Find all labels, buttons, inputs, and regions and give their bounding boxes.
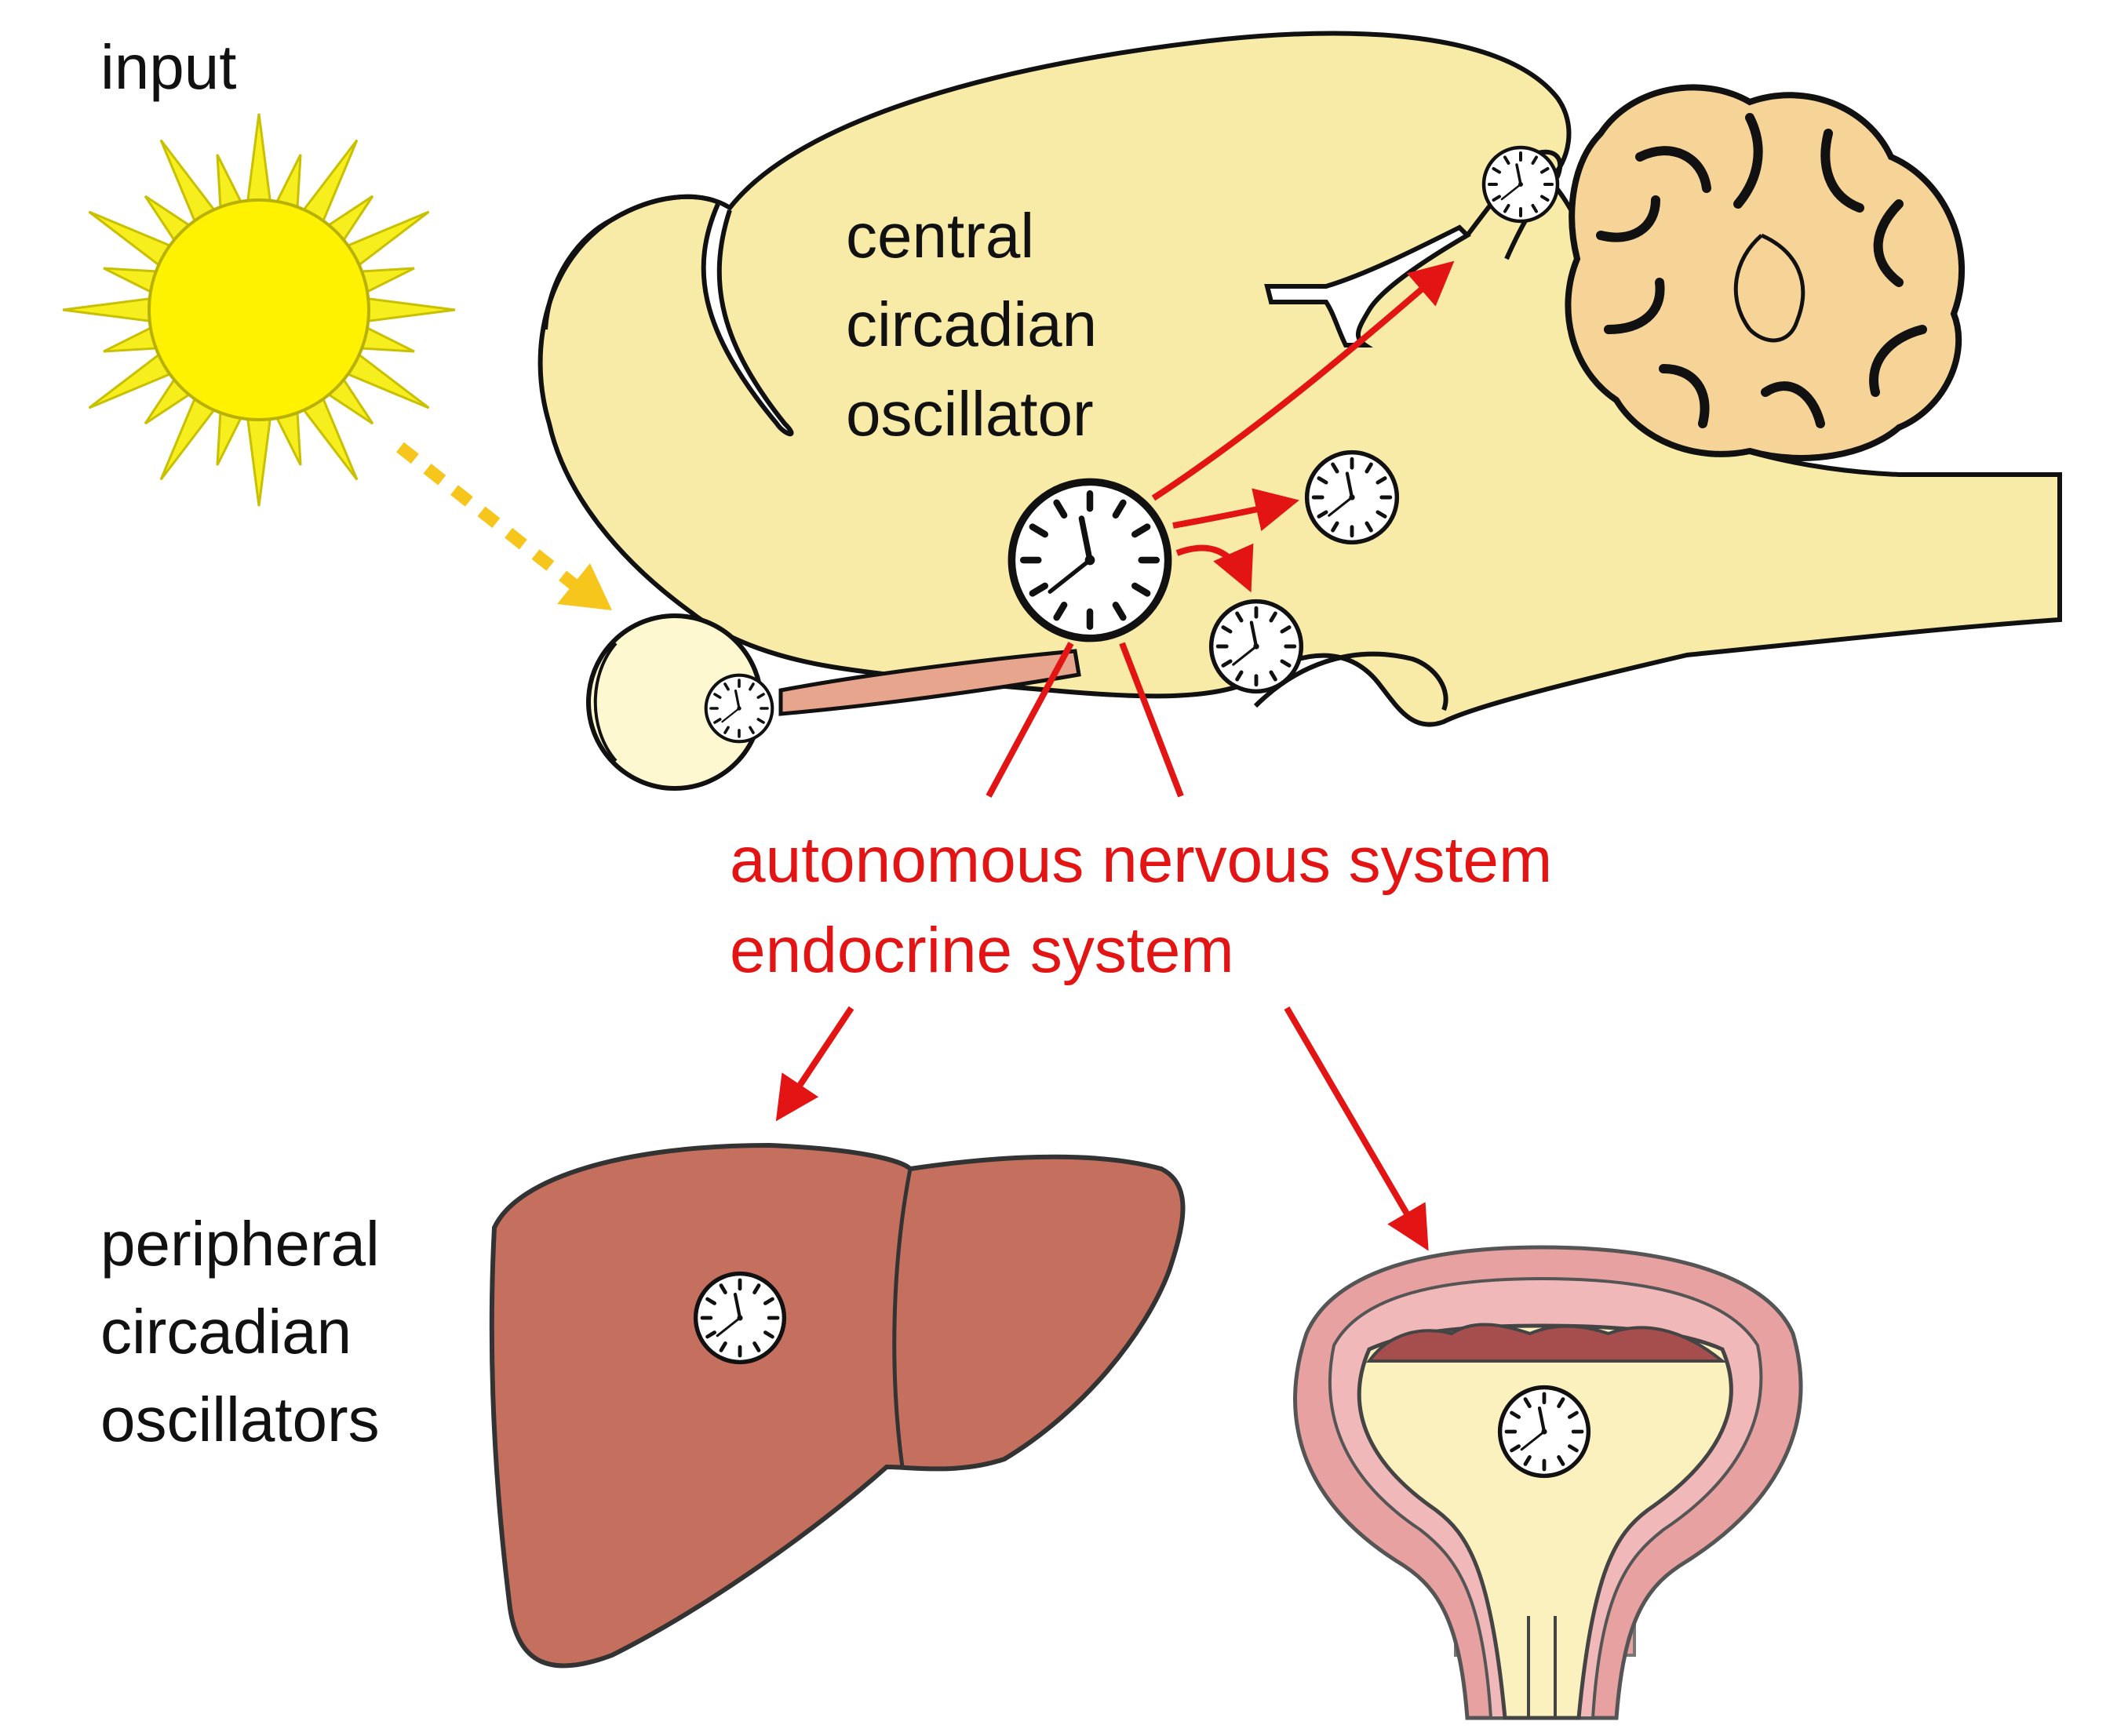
liver-icon [489, 1142, 1186, 1669]
cerebellum [1565, 84, 1966, 461]
bladder-icon [1293, 1245, 1803, 1720]
light-input-arrow [396, 442, 612, 610]
central-label-line2: circadian [846, 289, 1098, 359]
central-output-arrows [775, 260, 1455, 1251]
peripheral-label-line2: circadian [100, 1297, 352, 1367]
sun-icon [62, 113, 456, 507]
sun-ray [359, 296, 456, 324]
sun-ray [62, 296, 159, 324]
sun-ray [245, 409, 273, 507]
central-label-line1: central [846, 201, 1035, 271]
signals-label-line2: endocrine system [730, 915, 1234, 986]
central-label-line3: oscillator [846, 379, 1094, 449]
peripheral-label-line1: peripheral [100, 1209, 380, 1279]
clock-icon [706, 675, 773, 742]
brain-ventricle [1264, 224, 1471, 348]
brain-icon [537, 31, 2062, 727]
clock-icon [1011, 482, 1168, 638]
clock-icon [1500, 1388, 1589, 1476]
sun-ray [245, 113, 273, 210]
clock-icon [1211, 602, 1302, 692]
eye-icon [586, 613, 1081, 791]
clock-icon [1484, 147, 1558, 221]
brain-fissure [701, 202, 794, 437]
peripheral-label-line3: oscillators [100, 1385, 380, 1454]
clock-icon [1307, 453, 1397, 543]
signals-label-line1: autonomous nervous system [730, 824, 1553, 896]
clock-icon [696, 1274, 785, 1363]
input-label: input [100, 32, 237, 102]
brain-outline [537, 31, 2062, 727]
